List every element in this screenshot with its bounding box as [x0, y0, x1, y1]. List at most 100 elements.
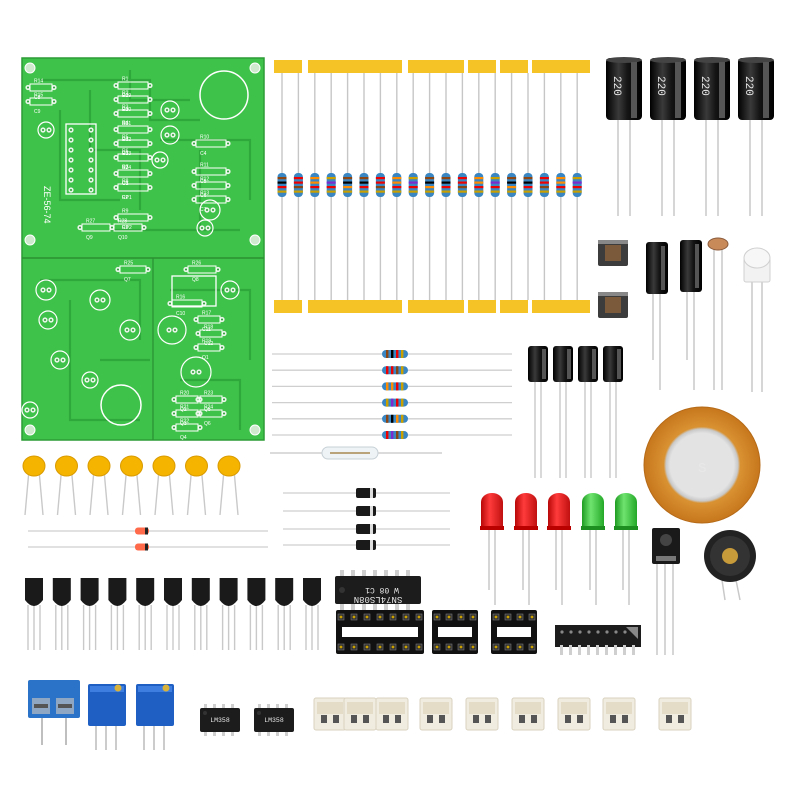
trimpot: [88, 684, 126, 750]
small-electrolytic-capacitors: [528, 346, 623, 478]
leds: [480, 493, 638, 605]
mounting-hole: [24, 234, 36, 246]
transistor: [247, 578, 266, 650]
pcb-refdes-label: Q9: [86, 235, 93, 241]
piezo-marking: S: [698, 461, 706, 477]
ceramic-capacitor: [87, 455, 111, 516]
ic-socket: [336, 610, 424, 654]
red-led: [547, 493, 571, 605]
ic-marking: LM358: [210, 717, 230, 724]
photoresistor: [707, 237, 729, 390]
pcb-refdes-label: R5: [122, 135, 129, 141]
ic-part-marking: SN74LS08N: [354, 594, 403, 604]
pcb-refdes-label: R3: [122, 105, 129, 111]
pcb-refdes-label: R10: [200, 135, 209, 141]
transistor: [108, 578, 127, 650]
electrolytic-capacitor: [603, 346, 623, 478]
wire-connector: [313, 697, 347, 731]
buzzer-footprint: [199, 70, 249, 120]
diodes: [28, 488, 450, 551]
transistor: [80, 578, 99, 650]
pcb-refdes-label: U3: [122, 181, 129, 187]
pcb-refdes-label: C7: [200, 207, 207, 213]
pcb-refdes-label: Q3: [180, 421, 187, 427]
electrolytic-capacitor-220: 220: [650, 57, 686, 216]
wire-connector: [658, 697, 692, 731]
transistor: [275, 578, 294, 650]
pcb-refdes-label: D3: [122, 121, 129, 127]
pcb-refdes-label: R20: [180, 391, 189, 397]
resistor: [523, 73, 533, 300]
pcb-refdes-label: R2: [122, 91, 129, 97]
pcb-refdes-label: C8: [34, 95, 41, 101]
resistor: [359, 73, 369, 300]
pcb-refdes-label: R21: [180, 405, 189, 411]
ir-receiver: [652, 528, 680, 655]
electrolytic-capacitor-220: 220: [694, 57, 730, 216]
pcb-refdes-label: R34: [122, 165, 131, 171]
pcb-refdes-label: D4: [122, 137, 129, 143]
tact-switch: [598, 240, 628, 266]
loose-resistors: [272, 350, 512, 439]
pcb-refdes-label: Q8: [192, 277, 199, 283]
pcb-refdes-label: R7: [122, 165, 129, 171]
pcb-refdes-label: Q5: [204, 407, 211, 413]
resistor: [457, 73, 467, 300]
piezo-buzzer: S: [643, 406, 761, 524]
electrolytic-capacitor-220: 220: [606, 57, 642, 216]
pcb-refdes-label: R12: [200, 177, 209, 183]
capacitor-marking: 220: [742, 76, 754, 96]
trimpots: [88, 684, 174, 750]
ceramic-capacitor: [152, 455, 176, 516]
resistor: [375, 73, 385, 300]
resistor: [539, 73, 549, 300]
terminal-block: [28, 680, 80, 745]
white-led: [743, 247, 771, 392]
pcb-refdes-label: C11: [202, 327, 211, 333]
pcb-refdes-label: C9: [34, 109, 41, 115]
transistor: [303, 578, 321, 650]
resistor: [293, 73, 303, 300]
pcb-refdes-label: R17: [202, 311, 211, 317]
pcb-refdes-label: RP1: [122, 195, 132, 201]
pcb-silkscreen: R1R2R3R4R5R6R7R8R9R10R11R12R13R14R15R16R…: [21, 77, 240, 441]
pcb-refdes-label: R27: [86, 219, 95, 225]
pcb-refdes-label: C2: [122, 195, 129, 201]
resistor-tape-top: [274, 60, 590, 73]
pcb-refdes-label: R18: [204, 325, 213, 331]
pcb-refdes-label: Q2: [180, 407, 187, 413]
pcb-refdes-label: R1: [122, 77, 129, 83]
electret-microphone: [704, 530, 756, 601]
resistor: [392, 73, 402, 300]
mounting-hole: [249, 424, 261, 436]
trimpot: [136, 684, 174, 750]
pcb-refdes-label: RP2: [122, 225, 132, 231]
pcb-refdes-label: R8: [122, 179, 129, 185]
pcb-refdes-label: Q7: [124, 277, 131, 283]
diode: [283, 506, 450, 516]
taped-resistors-group: [277, 73, 582, 300]
resistor: [572, 73, 582, 300]
pcb-refdes-label: R24: [204, 405, 213, 411]
pcb-refdes-label: R9: [122, 209, 129, 215]
capacitor-marking: 220: [654, 76, 666, 96]
white-connectors: [313, 697, 692, 731]
pcb-refdes-label: C10: [176, 311, 185, 317]
resistor: [441, 73, 451, 300]
pcb-pads: [24, 82, 236, 431]
resistor: [408, 73, 418, 300]
wire-connector: [557, 697, 591, 731]
ceramic-capacitor: [217, 455, 241, 516]
electrolytic-capacitor: [680, 240, 702, 390]
pcb-refdes-label: R4: [122, 121, 129, 127]
pcb-refdes-label: U1: [122, 151, 129, 157]
buzzer-footprint: [100, 384, 142, 426]
resistor-tape-bottom: [274, 300, 590, 313]
pcb-refdes-label: R28: [118, 219, 127, 225]
wire-connector: [375, 697, 409, 731]
pcb-refdes-label: D1: [122, 93, 129, 99]
red-led: [514, 493, 538, 605]
electrolytic-capacitor: [553, 346, 573, 478]
diode: [283, 488, 450, 498]
